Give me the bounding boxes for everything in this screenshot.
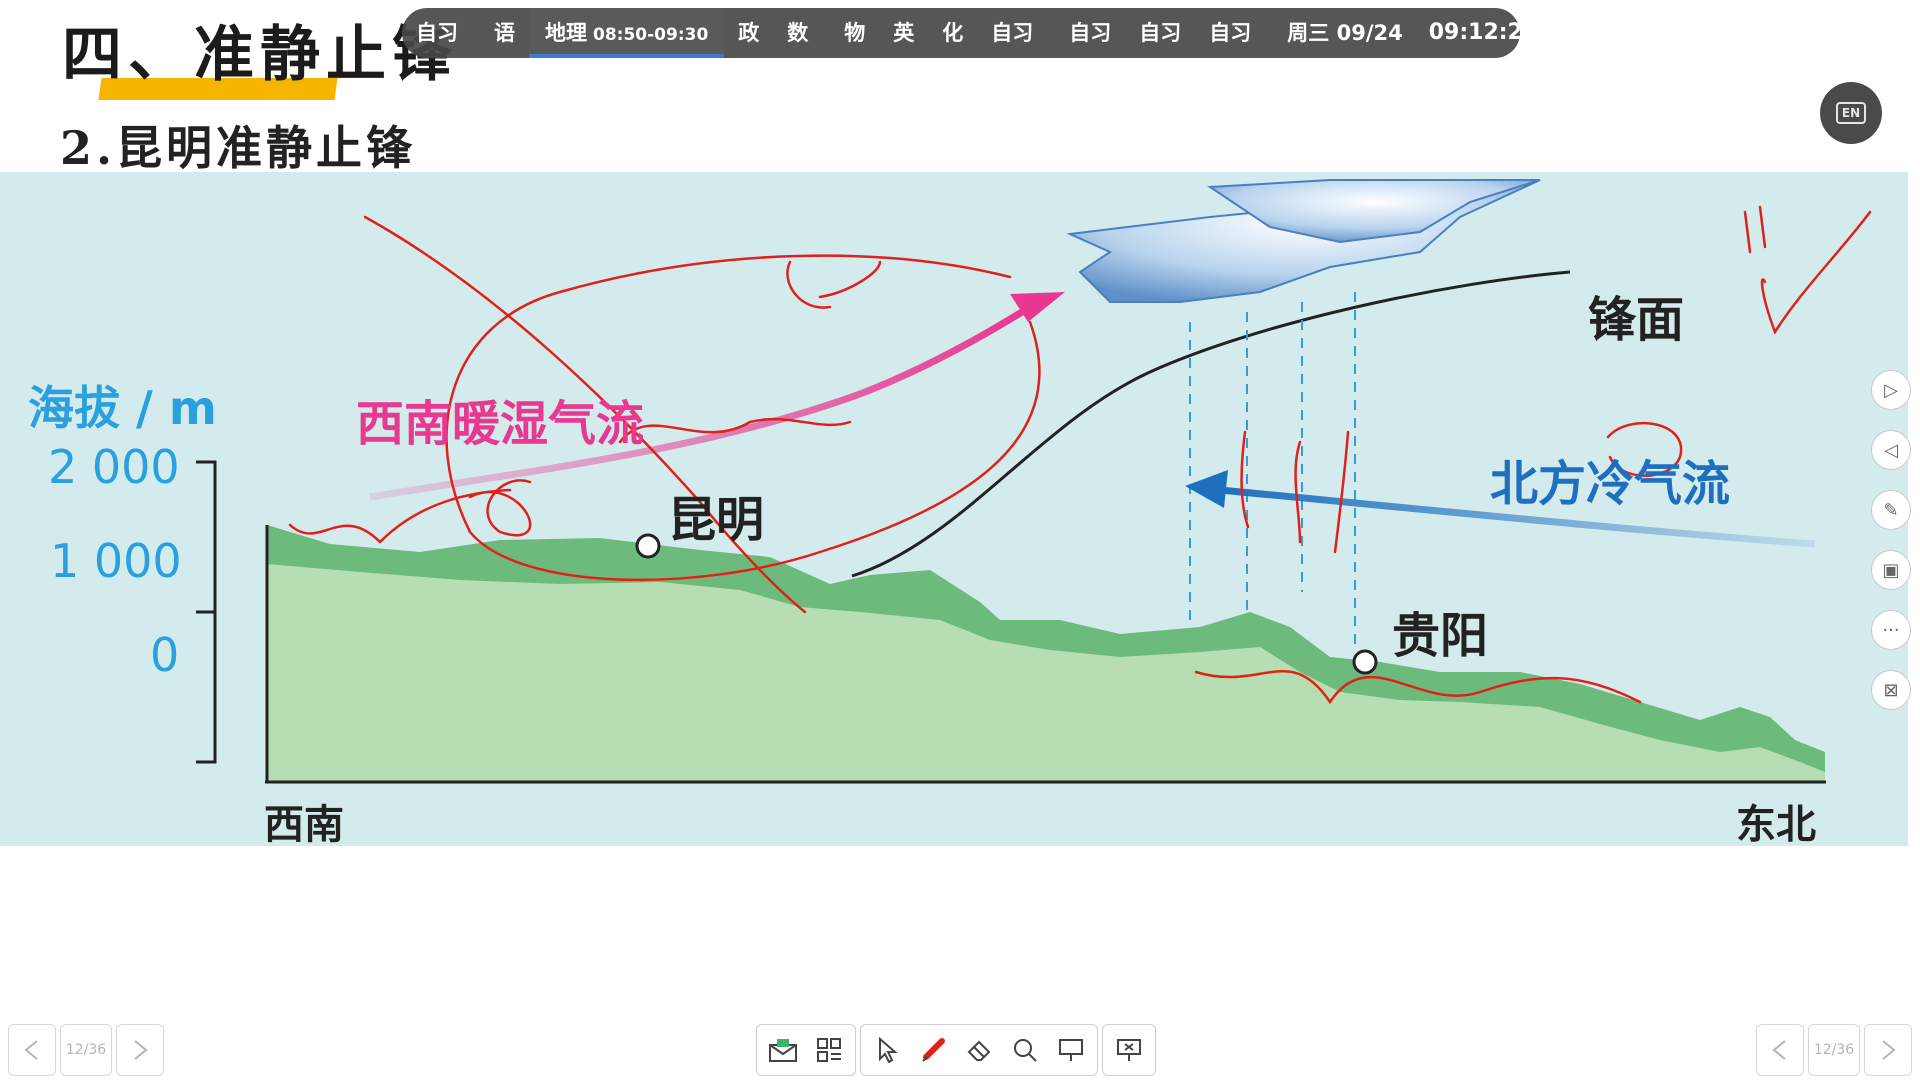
schedule-slot: 政 xyxy=(738,21,760,45)
page-indicator: 12/36 xyxy=(60,1024,112,1076)
next-page-button-right[interactable] xyxy=(1864,1024,1912,1076)
prev-page-button[interactable] xyxy=(8,1024,56,1076)
warm-flow-arrowhead xyxy=(1010,292,1065,322)
cold-flow-arrowhead xyxy=(1185,470,1228,508)
whiteboard-button[interactable] xyxy=(1051,1030,1091,1070)
bottom-toolbar xyxy=(756,1024,1156,1076)
x-label-southwest: 西南 xyxy=(264,802,344,848)
end-presentation-button[interactable] xyxy=(1109,1030,1149,1070)
schedule-slot: 化 xyxy=(942,21,964,45)
schedule-slot: 物 xyxy=(844,21,866,45)
search-icon xyxy=(1014,1039,1037,1062)
current-period-progress xyxy=(529,54,725,58)
pointer-button[interactable] xyxy=(867,1030,907,1070)
toolbar-group-exit xyxy=(1102,1024,1156,1076)
page-title: 四、准静止锋 xyxy=(62,20,458,90)
screen-icon: ▣ xyxy=(1882,559,1900,581)
pen-off-icon: ✎ xyxy=(1883,499,1899,521)
close-presentation-icon xyxy=(1117,1039,1141,1061)
y-tick-1000: 1 000 xyxy=(50,534,182,588)
pointer-icon xyxy=(879,1037,898,1063)
kunming-marker xyxy=(635,533,661,559)
chevron-left-icon xyxy=(24,1040,38,1060)
current-subject: 地理 xyxy=(545,21,587,45)
more-tools-button[interactable]: ··· xyxy=(1871,610,1911,650)
y-tick-2000: 2 000 xyxy=(48,440,180,494)
schedule-slot-current: 地理 08:50-09:30 xyxy=(529,8,725,58)
next-icon: ▷ xyxy=(1884,379,1898,401)
schedule-clock: 09:12:23 xyxy=(1428,20,1520,45)
previous-slide-button[interactable]: ◁ xyxy=(1871,430,1911,470)
prev-icon: ◁ xyxy=(1884,439,1898,461)
schedule-slot: 自习 xyxy=(1139,21,1182,45)
toolbar-group-apps xyxy=(756,1024,856,1076)
chevron-left-icon xyxy=(1772,1040,1786,1060)
exit-icon: ⊠ xyxy=(1883,679,1899,701)
rain-lines xyxy=(1189,292,1356,652)
mail-icon xyxy=(769,1039,797,1062)
y-axis-label: 海拔 / m xyxy=(28,381,217,435)
schedule-slot: 语 xyxy=(494,21,515,45)
x-label-northeast: 东北 xyxy=(1736,802,1816,848)
warm-flow-label: 西南暖湿气流 xyxy=(356,396,645,452)
schedule-slot: 自习 xyxy=(1209,21,1252,45)
schedule-date: 周三 09/24 xyxy=(1287,21,1403,45)
language-toggle-button[interactable]: EN xyxy=(1820,82,1882,144)
handwritten-annotations xyxy=(288,205,1872,705)
front-surface-line xyxy=(851,270,1571,578)
kunming-label: 昆明 xyxy=(668,492,765,548)
y-tick-0: 0 xyxy=(150,628,180,682)
pen-icon xyxy=(922,1038,945,1062)
front-label: 锋面 xyxy=(1588,292,1685,348)
schedule-slot: 数 xyxy=(787,21,809,45)
chevron-right-icon xyxy=(134,1040,148,1060)
class-schedule-bar: 自习 语 地理 08:50-09:30 政 数 物 英 化 自习 自习 自习 自习… xyxy=(402,8,1520,58)
terrain-base-layer xyxy=(267,564,1825,782)
screen-tool-button[interactable]: ▣ xyxy=(1871,550,1911,590)
pen-button[interactable] xyxy=(913,1030,953,1070)
mail-button[interactable] xyxy=(763,1030,803,1070)
guiyang-marker xyxy=(1352,649,1378,675)
whiteboard-icon xyxy=(1059,1039,1083,1061)
warm-flow-arrow xyxy=(369,304,1032,501)
apps-grid-icon xyxy=(817,1038,841,1062)
page-subtitle: 2.昆明准静止锋 xyxy=(60,121,417,175)
exit-tool-button[interactable]: ⊠ xyxy=(1871,670,1911,710)
schedule-slot: 自习 xyxy=(416,21,458,45)
next-slide-button[interactable]: ▷ xyxy=(1871,370,1911,410)
page-indicator-right: 12/36 xyxy=(1808,1024,1860,1076)
cold-flow-arrow xyxy=(1219,486,1816,548)
schedule-slot: 自习 xyxy=(991,21,1034,45)
cold-flow-label: 北方冷气流 xyxy=(1490,456,1731,512)
search-button[interactable] xyxy=(1005,1030,1045,1070)
annotation-toggle-button[interactable]: ✎ xyxy=(1871,490,1911,530)
prev-page-button-right[interactable] xyxy=(1756,1024,1804,1076)
schedule-slot: 英 xyxy=(893,21,915,45)
language-label: EN xyxy=(1835,102,1867,124)
current-period-time: 08:50-09:30 xyxy=(593,25,709,45)
y-axis-bracket xyxy=(196,460,217,764)
kunming-front-diagram: 海拔 / m 2 000 1 000 0 西南 东北 西南暖湿气流 北方冷气流 … xyxy=(0,172,1908,848)
diagram-canvas xyxy=(196,179,1872,784)
chevron-right-icon xyxy=(1882,1040,1896,1060)
toolbar-group-draw xyxy=(860,1024,1098,1076)
eraser-icon xyxy=(967,1040,991,1061)
eraser-button[interactable] xyxy=(959,1030,999,1070)
rain-cloud-icon xyxy=(1066,179,1541,303)
next-page-button[interactable] xyxy=(116,1024,164,1076)
apps-grid-button[interactable] xyxy=(809,1030,849,1070)
schedule-slot: 自习 xyxy=(1069,21,1112,45)
guiyang-label: 贵阳 xyxy=(1392,608,1489,664)
more-icon: ··· xyxy=(1882,619,1900,641)
